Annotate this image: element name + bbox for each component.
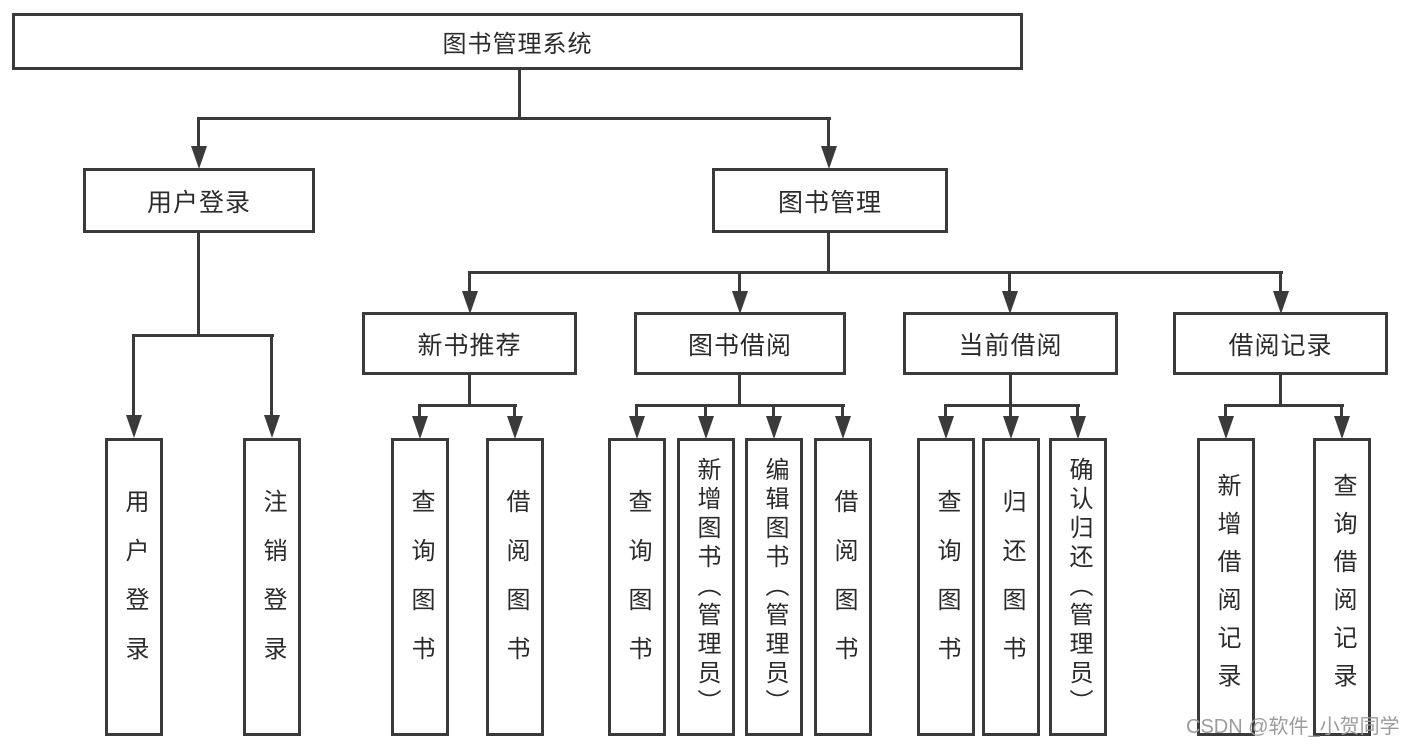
arrow-down-icon xyxy=(1218,416,1234,439)
arrow-down-icon xyxy=(732,291,748,314)
arrow-down-icon xyxy=(1334,416,1350,439)
node-book-mgmt: 图书管理 xyxy=(712,168,948,233)
node-leaf-query-book: 查询图书 xyxy=(391,438,449,736)
edge-borrow-records-split xyxy=(1224,404,1344,407)
arrow-down-icon xyxy=(835,416,851,439)
arrow-down-icon xyxy=(507,416,523,439)
edge-user-login-split xyxy=(132,334,274,337)
edge-drop-leaf xyxy=(270,334,273,417)
edge-drop-book-mgmt xyxy=(827,117,830,148)
edge-root-stem xyxy=(518,70,521,118)
node-leaf-edit-book-admin: 编辑图书（管理员） xyxy=(745,438,803,736)
csdn-watermark: CSDN @软件_小贺同学 xyxy=(1186,716,1400,738)
edge-drop-leaf xyxy=(635,404,638,417)
arrow-down-icon xyxy=(821,146,837,169)
arrow-down-icon xyxy=(766,416,782,439)
edge-drop-leaf xyxy=(841,404,844,417)
edge-drop-leaf xyxy=(1340,404,1343,417)
edge-drop-leaf xyxy=(418,404,421,417)
edge-book-borrow-stem xyxy=(738,375,741,407)
edge-book-borrow-split xyxy=(635,404,845,407)
edge-drop-leaf xyxy=(132,334,135,417)
arrow-down-icon xyxy=(412,416,428,439)
node-borrow-records: 借阅记录 xyxy=(1173,312,1388,375)
edge-current-borrow-stem xyxy=(1009,375,1012,407)
node-leaf-query-book: 查询图书 xyxy=(608,438,666,736)
edge-new-book-stem xyxy=(468,375,471,407)
edge-book-mgmt-split xyxy=(468,271,1283,274)
edge-drop-leaf xyxy=(1009,404,1012,417)
node-leaf-query-book: 查询图书 xyxy=(917,438,975,736)
arrow-down-icon xyxy=(1273,291,1289,314)
node-leaf-confirm-return-admin: 确认归还（管理员） xyxy=(1049,438,1107,736)
arrow-down-icon xyxy=(938,416,954,439)
edge-drop-current-borrow xyxy=(1008,271,1011,292)
node-new-book: 新书推荐 xyxy=(362,312,577,375)
arrow-down-icon xyxy=(264,415,280,438)
edge-drop-user-login xyxy=(197,117,200,148)
node-leaf-add-borrow-record: 新增借阅记录 xyxy=(1197,438,1255,736)
arrow-down-icon xyxy=(191,146,207,169)
node-current-borrow: 当前借阅 xyxy=(903,312,1118,375)
node-leaf-query-borrow-record: 查询借阅记录 xyxy=(1313,438,1371,736)
edge-current-borrow-split xyxy=(944,404,1080,407)
edge-drop-borrow-records xyxy=(1279,271,1282,292)
arrow-down-icon xyxy=(462,291,478,314)
edge-drop-book-borrow xyxy=(738,271,741,292)
arrow-down-icon xyxy=(1002,291,1018,314)
arrow-down-icon xyxy=(698,416,714,439)
edge-user-login-stem xyxy=(197,233,200,336)
node-user-login: 用户登录 xyxy=(83,168,315,233)
node-root: 图书管理系统 xyxy=(12,13,1023,70)
node-leaf-borrow-book: 借阅图书 xyxy=(486,438,544,736)
node-leaf-logout: 注销登录 xyxy=(243,438,301,736)
node-book-borrow: 图书借阅 xyxy=(634,312,846,375)
node-leaf-borrow-book: 借阅图书 xyxy=(814,438,872,736)
arrow-down-icon xyxy=(1003,416,1019,439)
edge-drop-leaf xyxy=(944,404,947,417)
edge-drop-leaf xyxy=(1076,404,1079,417)
edge-borrow-records-stem xyxy=(1279,375,1282,407)
edge-drop-leaf xyxy=(513,404,516,417)
node-leaf-return-book: 归还图书 xyxy=(982,438,1040,736)
arrow-down-icon xyxy=(126,415,142,438)
edge-root-split xyxy=(197,117,831,120)
edge-drop-leaf xyxy=(772,404,775,417)
arrow-down-icon xyxy=(1070,416,1086,439)
edge-drop-leaf xyxy=(704,404,707,417)
node-leaf-user-login: 用户登录 xyxy=(105,438,163,736)
node-leaf-add-book-admin: 新增图书（管理员） xyxy=(677,438,735,736)
edge-book-mgmt-stem xyxy=(827,233,830,274)
edge-new-book-split xyxy=(418,404,517,407)
arrow-down-icon xyxy=(629,416,645,439)
edge-drop-new-book xyxy=(468,271,471,292)
edge-drop-leaf xyxy=(1224,404,1227,417)
